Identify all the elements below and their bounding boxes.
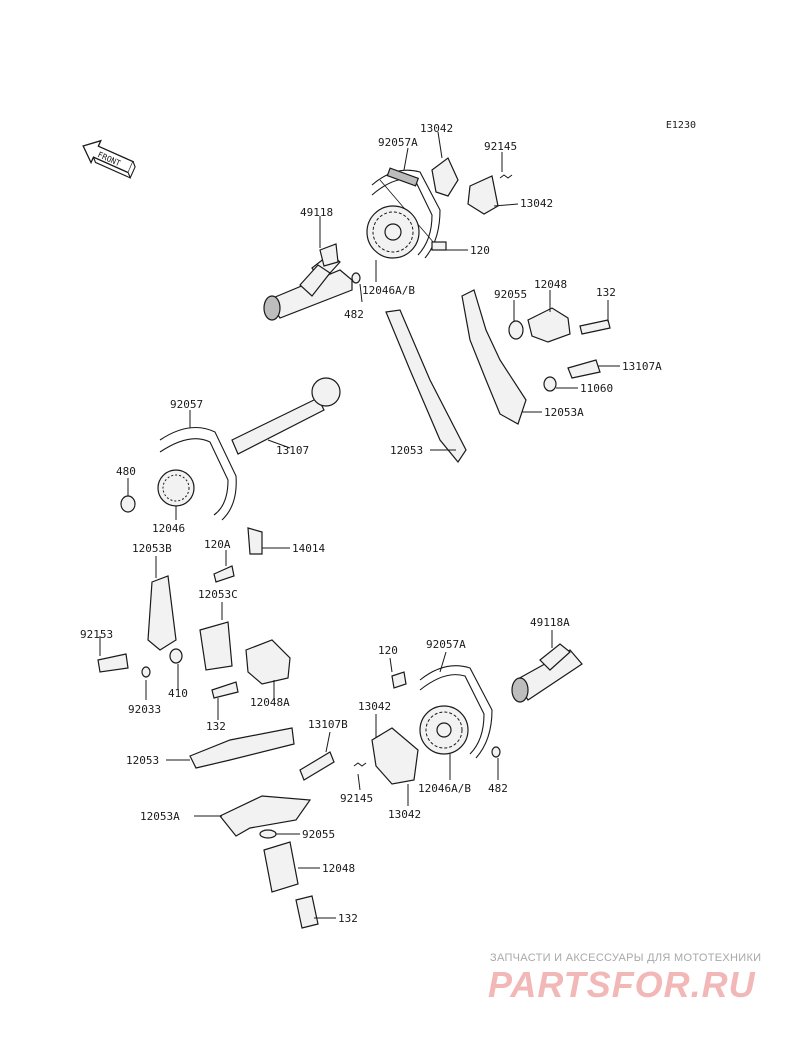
- label-120: 120: [470, 244, 490, 257]
- bolt-92153: [97, 653, 129, 673]
- oring-92055-bottom: [259, 829, 277, 839]
- oring-92055-top: [508, 320, 524, 340]
- chain-guide-12053a-top: [461, 289, 527, 425]
- washer-92033: [141, 666, 151, 678]
- part-labels: 13042 92057A 92145 13042 49118 120 12046…: [80, 122, 662, 925]
- cam-sprocket-bottom: [419, 705, 469, 755]
- idler-sprocket-12046: [157, 469, 195, 507]
- guide-12053-bottom: [189, 727, 295, 769]
- label-92033: 92033: [128, 703, 161, 716]
- bolt-132-bottom: [295, 895, 319, 929]
- label-12048: 12048: [534, 278, 567, 291]
- washer-410: [169, 648, 183, 664]
- label-13042: 13042: [358, 700, 391, 713]
- tensioner-12048a: [245, 639, 291, 685]
- label-132: 132: [596, 286, 616, 299]
- label-12046ab: 12046A/B: [418, 782, 471, 795]
- label-410: 410: [168, 687, 188, 700]
- bolt-132-mid: [211, 681, 239, 699]
- bolt-132-top: [579, 319, 611, 335]
- label-92055: 92055: [494, 288, 527, 301]
- label-49118a: 49118A: [530, 616, 570, 629]
- label-92055: 92055: [302, 828, 335, 841]
- label-482: 482: [344, 308, 364, 321]
- circlip-480: [120, 495, 136, 513]
- spring-92145-top: [499, 174, 513, 179]
- bolt-13107a: [567, 359, 601, 379]
- weights-13042-bottom: [371, 727, 419, 785]
- watermark-logo: PARTSFOR.RU: [488, 964, 756, 1005]
- label-12053: 12053: [126, 754, 159, 767]
- camshaft-49118: [263, 243, 353, 321]
- label-11060: 11060: [580, 382, 613, 395]
- label-14014: 14014: [292, 542, 325, 555]
- label-132: 132: [338, 912, 358, 925]
- bolt-13107b: [299, 751, 335, 781]
- label-12053a: 12053A: [140, 810, 180, 823]
- weights-13042-top: [431, 157, 499, 215]
- guide-12053b: [147, 575, 177, 651]
- label-12048a: 12048A: [250, 696, 290, 709]
- chain-guide-12053-top: [385, 309, 467, 464]
- label-120a: 120A: [204, 538, 231, 551]
- bolt-120-top: [431, 241, 447, 251]
- bracket-14014: [247, 527, 263, 555]
- washer-482-bottom: [491, 746, 501, 758]
- label-12046: 12046: [152, 522, 185, 535]
- tensioner-12048-top: [527, 307, 571, 343]
- label-12053c: 12053C: [198, 588, 238, 601]
- front-arrow-icon: FRONT: [82, 139, 136, 180]
- gasket-11060: [543, 376, 557, 392]
- bolt-120-bottom: [391, 671, 407, 689]
- label-482: 482: [488, 782, 508, 795]
- label-13042: 13042: [520, 197, 553, 210]
- label-49118: 49118: [300, 206, 333, 219]
- bolt-120a: [213, 565, 235, 583]
- label-92153: 92153: [80, 628, 113, 641]
- watermark-tagline: ЗАПЧАСТИ И АКСЕССУАРЫ ДЛЯ МОТОТЕХНИКИ: [490, 952, 762, 964]
- label-12046ab: 12046A/B: [362, 284, 415, 297]
- label-13042: 13042: [388, 808, 421, 821]
- label-92057a: 92057A: [426, 638, 466, 651]
- label-13107b: 13107B: [308, 718, 348, 731]
- label-12053a: 12053A: [544, 406, 584, 419]
- camshaft-49118a: [511, 643, 583, 703]
- spring-92145-bottom: [353, 762, 367, 767]
- shaft-13107: [231, 377, 341, 455]
- leader-lines: [99, 131, 620, 919]
- washer-482-top: [351, 272, 361, 284]
- label-12053b: 12053B: [132, 542, 172, 555]
- label-13042: 13042: [420, 122, 453, 135]
- label-92145: 92145: [484, 140, 517, 153]
- label-480: 480: [116, 465, 136, 478]
- label-13107: 13107: [276, 444, 309, 457]
- label-120: 120: [378, 644, 398, 657]
- label-92145: 92145: [340, 792, 373, 805]
- tensioner-12048-bottom: [263, 841, 299, 893]
- cam-chain-92057-mid: [159, 426, 237, 521]
- diagram-code: E1230: [665, 120, 696, 131]
- guide-12053a-bottom: [219, 795, 312, 837]
- cam-sprocket-top: [366, 205, 420, 259]
- label-12053: 12053: [390, 444, 423, 457]
- guide-12053c: [199, 621, 233, 671]
- cam-chain-92057a-bottom: [419, 665, 493, 759]
- label-12048: 12048: [322, 862, 355, 875]
- label-132: 132: [206, 720, 226, 733]
- label-92057a: 92057A: [378, 136, 418, 149]
- label-13107a: 13107A: [622, 360, 662, 373]
- label-92057: 92057: [170, 398, 203, 411]
